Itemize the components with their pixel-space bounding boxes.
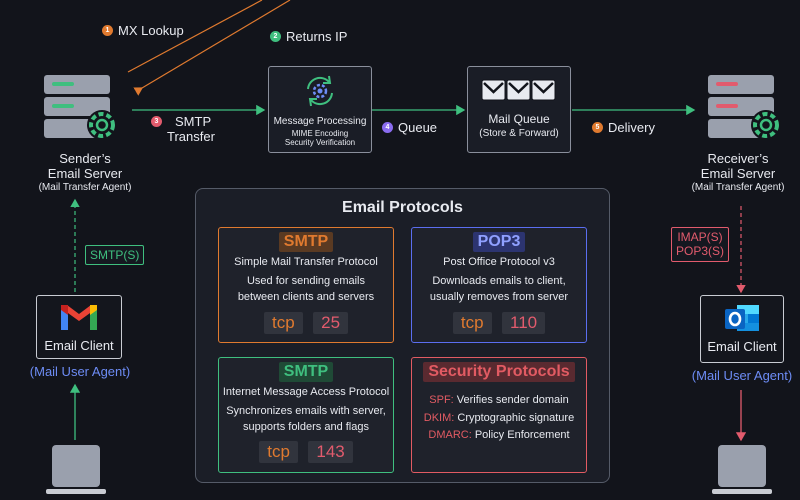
sender-email-client[interactable]: Email Client (36, 295, 122, 359)
pop3-name: POP3 (472, 232, 526, 252)
step-mx-lookup: 1 MX Lookup (102, 23, 184, 38)
sender-title-line1: Sender’s (59, 151, 111, 166)
pop3-line1: Post Office Protocol v3 (443, 256, 555, 268)
smtps-tag: SMTP(S) (85, 245, 145, 266)
processing-title: Message Processing (273, 116, 367, 127)
imap-line2: Synchronizes emails with server, (226, 404, 386, 417)
dmarc-text: Policy Enforcement (474, 429, 570, 442)
step-queue: 4 Queue (382, 120, 437, 135)
receiver-server-icon (706, 73, 786, 145)
step-label: Returns IP (286, 29, 348, 44)
receiver-mua-label: (Mail User Agent) (691, 368, 793, 383)
imap-port: 143 (308, 440, 353, 463)
step-label: Delivery (608, 120, 655, 135)
smtp-line1: Simple Mail Transfer Protocol (234, 256, 378, 268)
sender-subtitle: (Mail Transfer Agent) (38, 181, 132, 193)
step-label: MX Lookup (118, 23, 184, 38)
sender-server-label: Sender’s Email Server (Mail Transfer Age… (10, 151, 160, 193)
smtp-card: SMTP Simple Mail Transfer Protocol Used … (218, 227, 394, 343)
step-delivery: 5 Delivery (592, 120, 655, 135)
step-label: Queue (398, 120, 438, 135)
step-number: 1 (102, 25, 113, 36)
spf-line: SPF: Verifies sender domain (412, 392, 586, 410)
spf-key: SPF: (429, 394, 454, 406)
step-label-line2: Transfer (167, 129, 215, 144)
processing-line1: MIME Encoding (291, 129, 349, 138)
spf-text: Verifies sender domain (456, 394, 569, 406)
imaps-label: IMAP(S) (677, 230, 723, 244)
dkim-text: Cryptographic signature (457, 411, 575, 424)
pop3-line3: usually removes from server (429, 290, 569, 303)
receiver-title-line1: Receiver’s (707, 151, 769, 166)
pop3-card: POP3 Post Office Protocol v3 Downloads e… (411, 227, 587, 343)
sender-laptop-icon (46, 445, 106, 500)
receiver-server-label: Receiver’s Email Server (Mail Transfer A… (668, 151, 800, 193)
email-protocols-panel: Email Protocols SMTP Simple Mail Transfe… (195, 188, 610, 483)
receiver-email-client[interactable]: Email Client (700, 295, 784, 363)
imap-name: SMTP (278, 362, 334, 382)
step-number: 3 (151, 116, 162, 127)
security-name: Security Protocols (423, 362, 575, 382)
imap-transport: tcp (259, 440, 298, 463)
dkim-line: DKIM: Cryptographic signature (412, 410, 586, 428)
mail-queue-box: Mail Queue (Store & Forward) (467, 66, 571, 153)
smtp-line3: between clients and servers (237, 290, 375, 303)
sender-server-icon (42, 73, 122, 145)
dmarc-line: DMARC: Policy Enforcement (412, 427, 586, 445)
step-returns-ip: 2 Returns IP (270, 29, 347, 44)
sender-client-label: Email Client (44, 338, 114, 353)
step-smtp-transfer: 3 SMTP Transfer (151, 114, 215, 144)
smtp-name: SMTP (278, 232, 334, 252)
dmarc-key: DMARC: (428, 429, 472, 442)
step-label-line1: SMTP (175, 114, 212, 129)
envelope-icon (468, 79, 570, 106)
step-number: 2 (270, 31, 281, 42)
step-number: 4 (382, 122, 393, 133)
smtp-line2: Used for sending emails (246, 274, 365, 287)
security-card: Security Protocols SPF: Verifies sender … (411, 357, 587, 473)
imap-line1: Internet Message Access Protocol (222, 386, 390, 398)
processing-line2: Security Verification (284, 138, 356, 147)
imap-card: SMTP Internet Message Access Protocol Sy… (218, 357, 394, 473)
pop3s-label: POP3(S) (676, 244, 725, 259)
receiver-subtitle: (Mail Transfer Agent) (691, 181, 785, 193)
queue-subtitle: (Store & Forward) (479, 128, 559, 139)
receiver-client-label: Email Client (707, 339, 777, 354)
step-number: 5 (592, 122, 603, 133)
gear-icon (751, 110, 781, 140)
queue-title: Mail Queue (488, 112, 550, 126)
receiver-laptop-icon (712, 445, 772, 500)
mx-lookup-line (133, 0, 291, 96)
dkim-key: DKIM: (423, 411, 455, 424)
imaps-pop3s-tag: IMAP(S) POP3(S) (671, 227, 730, 262)
returns-ip-line (127, 0, 263, 73)
message-processing-box: Message Processing MIME Encoding Securit… (268, 66, 372, 153)
pop3-line2: Downloads emails to client, (432, 274, 566, 287)
sender-title-line2: Email Server (47, 165, 123, 181)
smtp-port: 25 (313, 311, 349, 334)
imap-line3: supports folders and flags (243, 420, 369, 433)
pop3-transport: tcp (452, 311, 492, 334)
smtp-transport: tcp (263, 311, 303, 334)
sync-icon (269, 73, 371, 114)
receiver-title-line2: Email Server (700, 165, 776, 181)
sender-mua-label: (Mail User Agent) (29, 364, 131, 379)
outlook-icon (701, 302, 783, 339)
gmail-icon (37, 302, 121, 337)
pop3-port: 110 (502, 311, 546, 334)
protocols-title: Email Protocols (342, 199, 463, 216)
gear-icon (87, 110, 117, 140)
